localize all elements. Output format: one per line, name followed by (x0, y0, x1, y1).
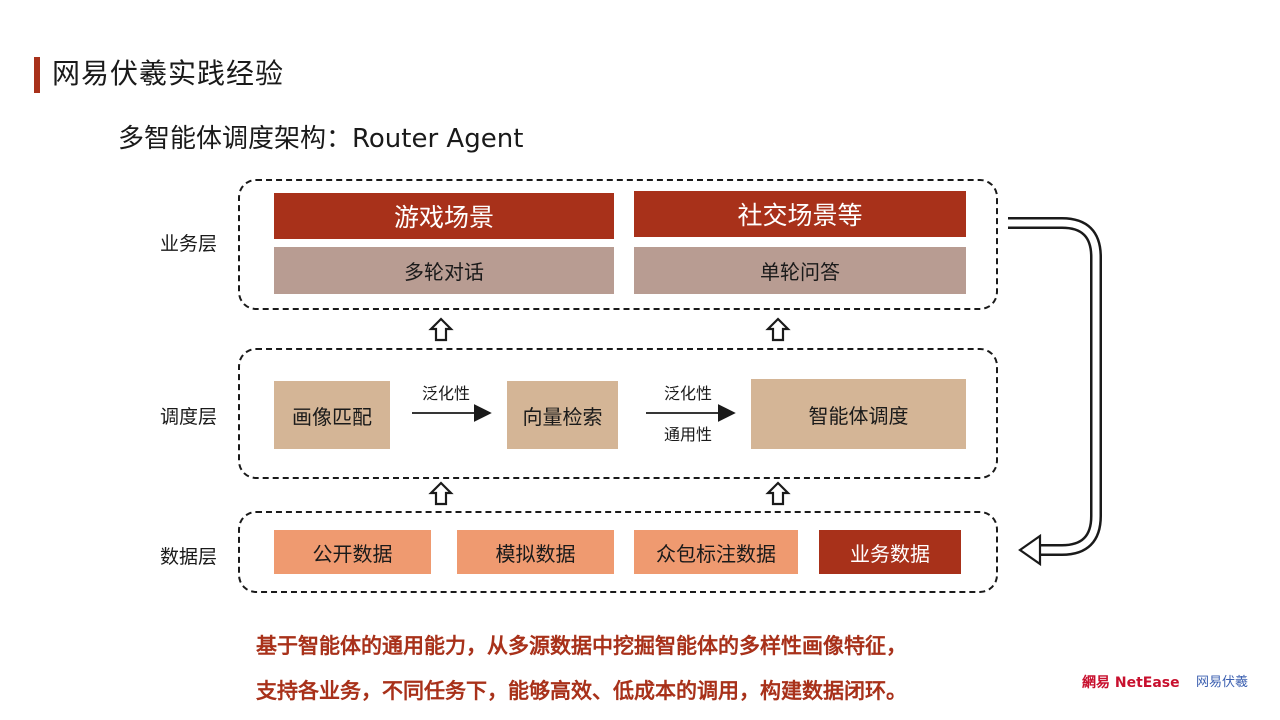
up-arrow-icon (428, 317, 454, 342)
multi-turn-dialog-block: 多轮对话 (274, 247, 614, 294)
title-accent-bar (34, 57, 40, 93)
crowdsourced-data-block: 众包标注数据 (634, 530, 798, 574)
agent-scheduling-block: 智能体调度 (751, 379, 966, 449)
up-arrow-icon (765, 481, 791, 506)
page-title: 网易伏羲实践经验 (52, 57, 285, 90)
summary-line-1: 基于智能体的通用能力，从多源数据中挖掘智能体的多样性画像特征， (256, 634, 907, 658)
up-arrow-icon (765, 317, 791, 342)
vector-retrieval-block: 向量检索 (507, 381, 618, 449)
scheduling-layer-box (238, 348, 998, 479)
simulated-data-block: 模拟数据 (457, 530, 614, 574)
up-arrow-icon (428, 481, 454, 506)
business-layer-label: 业务层 (160, 233, 218, 255)
profile-matching-block: 画像匹配 (274, 381, 390, 449)
summary-line-2: 支持各业务，不同任务下，能够高效、低成本的调用，构建数据闭环。 (256, 679, 907, 703)
data-layer-label: 数据层 (160, 546, 218, 568)
fuxi-logo: 网易伏羲 (1196, 675, 1249, 690)
netease-logo: 網易 NetEase (1082, 675, 1180, 691)
universality-label: 通用性 (663, 425, 712, 444)
game-scene-block: 游戏场景 (274, 193, 614, 239)
feedback-loop-arrowhead (1018, 533, 1042, 567)
public-data-block: 公开数据 (274, 530, 431, 574)
business-layer-box (238, 179, 998, 310)
single-turn-qa-block: 单轮问答 (634, 247, 966, 294)
data-layer-box (238, 511, 998, 593)
business-data-block: 业务数据 (819, 530, 961, 574)
social-scene-block: 社交场景等 (634, 191, 966, 237)
generalization-label-1: 泛化性 (421, 384, 470, 403)
page-subtitle: 多智能体调度架构：Router Agent (118, 124, 524, 154)
feedback-loop-arrow (1008, 217, 1102, 556)
scheduling-layer-label: 调度层 (160, 406, 218, 428)
generalization-label-2: 泛化性 (663, 384, 712, 403)
